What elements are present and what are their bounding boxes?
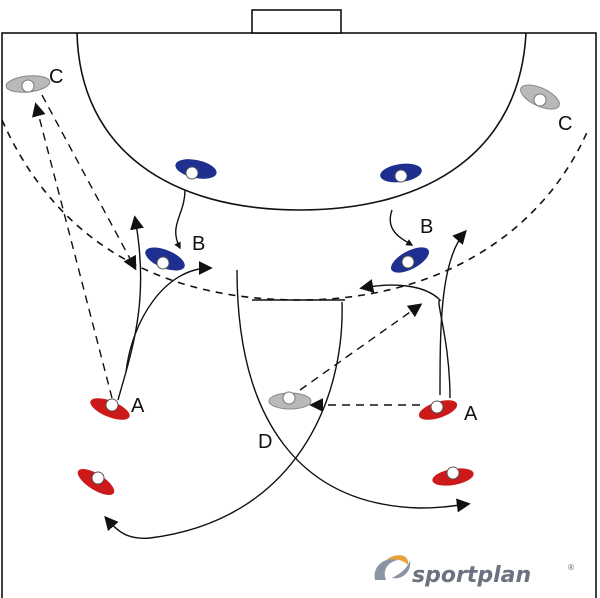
attacker-a-left — [90, 398, 130, 420]
defender-top-left — [175, 159, 217, 180]
pass-line — [32, 102, 113, 399]
run-line — [104, 301, 343, 539]
defender-move-line — [389, 209, 414, 246]
attacker-queue-left — [77, 468, 115, 496]
player-labels: C C B B A A D — [49, 66, 572, 453]
label-a-right: A — [464, 403, 478, 425]
label-c-left: C — [49, 66, 63, 88]
attacker-a-right — [418, 400, 458, 420]
defender-b-left — [145, 247, 185, 271]
player-c-left — [5, 75, 51, 93]
attacker-queue-right — [432, 466, 474, 486]
defender-move-line — [174, 189, 186, 250]
court-lines — [1, 9, 597, 598]
logo-swoosh-grey — [374, 559, 398, 580]
logo-text: sportplan — [412, 563, 531, 588]
run-line — [117, 215, 144, 401]
logo-swoosh-orange — [386, 555, 409, 565]
logo-swoosh-grey-2 — [392, 560, 411, 579]
movement-lines — [32, 94, 471, 539]
pass-line — [299, 303, 423, 391]
defender-b-right — [390, 247, 430, 273]
label-b-right: B — [420, 216, 433, 238]
goal — [251, 9, 342, 34]
run-line — [359, 279, 451, 399]
label-b-left: B — [192, 233, 205, 255]
player-d — [268, 391, 312, 410]
label-a-left: A — [131, 395, 145, 417]
run-line — [125, 261, 213, 373]
logo-registered-mark: ® — [567, 563, 575, 572]
run-line — [439, 229, 467, 396]
players — [5, 75, 560, 496]
player-c-right — [520, 84, 560, 110]
label-d: D — [258, 431, 272, 453]
pass-line — [41, 94, 137, 271]
label-c-right: C — [558, 113, 572, 135]
goal-area-line — [76, 32, 527, 211]
sportplan-logo: sportplan ® — [374, 555, 575, 588]
run-line — [236, 269, 471, 513]
defender-top-right — [380, 163, 422, 183]
